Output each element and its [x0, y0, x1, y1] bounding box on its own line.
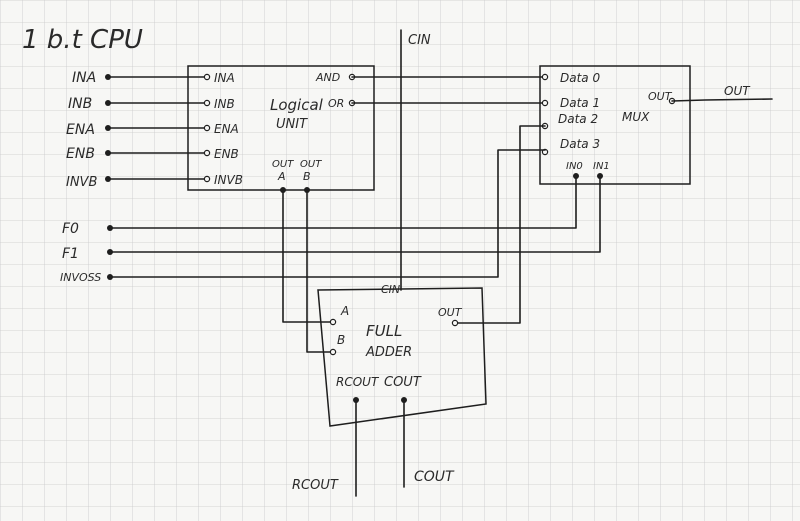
adder-rcout: RCOUT: [336, 375, 380, 389]
lu-out-b: B: [303, 170, 311, 183]
mux-out: OUT: [648, 90, 673, 103]
adder-out: OUT: [438, 306, 463, 319]
adder-name-line2: ADDER: [365, 345, 412, 360]
adder-cin: CIN: [381, 283, 400, 296]
title: 1 b.t CPU: [22, 25, 143, 55]
wire-adder-out-to-data2: [457, 125, 546, 324]
lu-pin-ena: ENA: [214, 122, 239, 136]
lu-out-b-top: OUT: [300, 159, 322, 170]
label-f0: F0: [62, 221, 79, 237]
mux-in1: IN1: [593, 161, 610, 172]
adder-cout: COUT: [384, 375, 422, 390]
lu-pin-enb: ENB: [214, 147, 239, 161]
wire-out-b-to-adder: [306, 189, 334, 353]
adder-box: [317, 287, 487, 427]
lu-name-line2: UNIT: [276, 117, 308, 132]
lu-pin-ina: INA: [214, 71, 235, 85]
label-f1: F1: [62, 246, 79, 262]
label-ina: INA: [72, 70, 96, 86]
label-invoss: INVOSS: [60, 271, 101, 284]
lu-out-and: AND: [315, 71, 340, 84]
lu-out-or: OR: [328, 97, 344, 110]
mux-data3: Data 3: [560, 137, 600, 151]
adder-a: A: [340, 304, 349, 318]
mux-data0: Data 0: [560, 71, 600, 85]
lu-pin-invb: INVB: [214, 173, 243, 187]
mux-name: MUX: [622, 110, 650, 124]
lu-out-a: A: [277, 170, 286, 183]
label-enb: ENB: [66, 146, 95, 162]
label-cout: COUT: [414, 469, 455, 485]
label-cin-top: CIN: [408, 33, 431, 48]
lu-name-line1: Logical: [270, 96, 324, 114]
label-out: OUT: [724, 84, 751, 98]
wire-f0: [109, 175, 577, 229]
label-invb: INVB: [66, 175, 97, 190]
wire-f1: [109, 175, 601, 253]
wire-invoss: [109, 149, 546, 278]
wire-out-a-to-adder: [282, 189, 334, 323]
label-rcout: RCOUT: [292, 478, 339, 493]
mux-data2: Data 2: [558, 112, 598, 126]
label-inb: INB: [68, 96, 92, 112]
mux-data1: Data 1: [560, 96, 600, 110]
adder-name-line1: FULL: [366, 322, 402, 340]
label-ena: ENA: [66, 122, 95, 138]
lu-pin-inb: INB: [214, 97, 235, 111]
lu-out-a-top: OUT: [272, 159, 294, 170]
mux-box: [539, 65, 691, 185]
mux-in0: IN0: [566, 161, 583, 172]
adder-b: B: [337, 333, 345, 347]
wire-mux-out: [671, 98, 773, 102]
